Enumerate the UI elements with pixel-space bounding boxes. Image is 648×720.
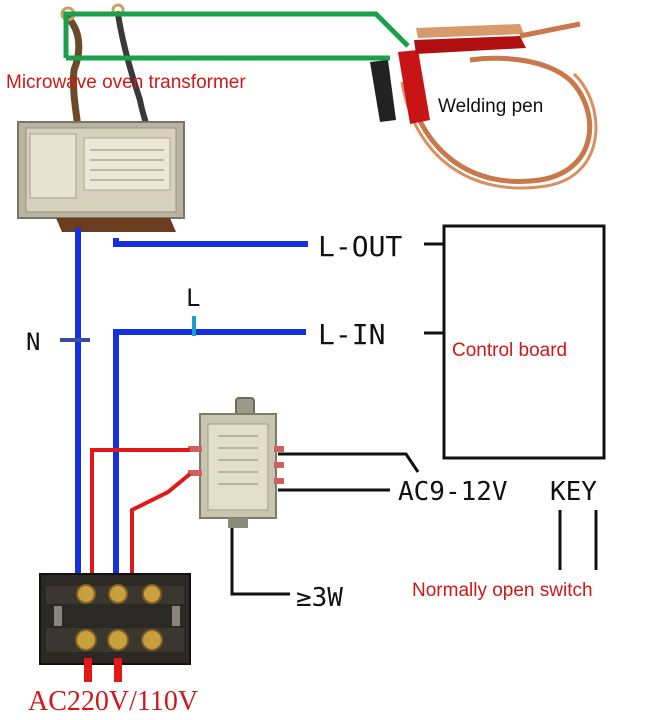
power-label: ≥3W <box>296 583 343 613</box>
mains-lead-1 <box>84 658 92 682</box>
switch-label: Normally open switch <box>412 580 593 601</box>
control-board-label: Control board <box>452 340 567 361</box>
mains-label: AC220V/110V <box>28 686 198 717</box>
l-out-label: L-OUT <box>318 230 402 263</box>
green-wire <box>63 11 410 61</box>
control-board-box <box>442 224 606 460</box>
n-label: N <box>26 328 40 356</box>
ac-low-label: AC9-12V <box>398 477 508 507</box>
blue-wire <box>75 228 308 592</box>
l-in-label: L-IN <box>318 318 385 351</box>
pen-label: Welding pen <box>438 96 543 117</box>
small-transformer-icon <box>188 397 284 528</box>
key-label: KEY <box>550 477 597 507</box>
red-wire <box>90 448 192 592</box>
transformer-label: Microwave oven transformer <box>6 72 246 93</box>
mains-lead-2 <box>114 658 122 682</box>
l-label: L <box>186 284 200 312</box>
terminal-block-icon <box>39 573 191 665</box>
welding-pen-icon <box>370 21 598 190</box>
microwave-transformer-icon <box>17 3 185 232</box>
black-wire <box>230 452 598 596</box>
